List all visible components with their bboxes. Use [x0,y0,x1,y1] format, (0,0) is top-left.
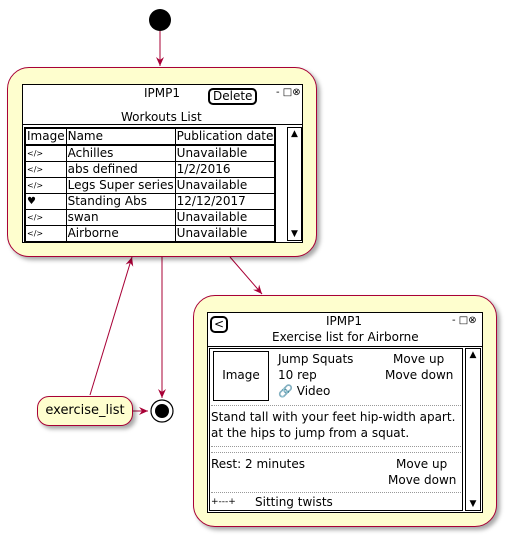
move-down-button[interactable]: Move down [385,368,454,382]
workout-name: Achilles [65,145,176,162]
workouts-scrollbar[interactable]: ▲ ▼ [287,127,302,241]
scroll-up-arrow-icon[interactable]: ▲ [291,129,298,139]
next-exercise-marker: +---+ [211,497,236,507]
scroll-up-arrow-icon[interactable]: ▲ [469,350,477,360]
column-header: Image [25,128,67,146]
workout-name: abs defined [65,161,176,178]
code-icon: </> [25,177,67,194]
workout-name: swan [65,209,176,226]
exercise-list-panel: Image Jump Squats 10 rep 🔗 Video Move up… [209,348,463,511]
publication-date: Unavailable [174,225,276,242]
workouts-table: Image Name Publication date </> Achilles… [24,127,277,243]
code-icon: </> [25,209,67,226]
exercise-reps: 10 rep [278,368,317,382]
title-separator [208,346,482,347]
exercise-image-placeholder: Image [213,351,269,401]
window-controls[interactable]: - □⊗ [452,315,477,326]
separator [211,446,461,447]
scroll-down-arrow-icon[interactable]: ▼ [469,499,477,509]
separator [211,492,461,493]
code-icon: </> [25,161,67,178]
publication-date: 1/2/2016 [174,161,276,178]
exercise-list-state: exercise_list [37,396,133,426]
move-up-button[interactable]: Move up [393,352,445,366]
workout-name: Standing Abs [65,193,176,210]
window-title: IPMP1 [144,86,180,100]
publication-date: Unavailable [174,177,276,194]
edge-workouts-to-exercise [229,256,263,295]
table-row[interactable]: ♥ Standing Abs 12/12/2017 [25,193,276,210]
column-header: Publication date [174,128,276,146]
next-exercise-name[interactable]: Sitting twists [255,495,333,509]
scroll-down-arrow-icon[interactable]: ▼ [291,229,298,239]
final-node-core [155,404,169,418]
delete-button[interactable]: Delete [208,88,258,105]
publication-date: Unavailable [174,145,276,162]
window-subtitle: Exercise list for Airborne [272,330,419,344]
table-row[interactable]: </> Airborne Unavailable [25,225,276,242]
exercise-scrollbar[interactable]: ▲ ▼ [465,348,481,511]
workout-name: Airborne [65,225,176,242]
video-link[interactable]: 🔗 Video [278,384,331,398]
heart-icon: ♥ [25,193,67,210]
exercise-description: Stand tall with your feet hip-width apar… [211,410,456,424]
code-icon: </> [27,229,44,238]
workout-name: Legs Super series [65,177,176,194]
initial-node [149,9,171,31]
rest-move-up-button[interactable]: Move up [396,457,448,471]
table-row[interactable]: </> Achilles Unavailable [25,145,276,162]
publication-date: 12/12/2017 [174,193,276,210]
code-icon: </> [25,145,67,162]
exercise-window: < IPMP1 - □⊗ Exercise list for Airborne … [207,312,483,513]
title-separator [23,124,302,125]
publication-date: Unavailable [174,209,276,226]
edge-note-to-workouts [89,256,134,396]
rest-duration: Rest: 2 minutes [211,457,306,471]
back-button[interactable]: < [210,316,229,333]
window-controls[interactable]: - □⊗ [276,87,301,98]
separator [211,405,461,406]
exercise-description: at the hips to jump from a squat. [211,426,410,440]
exercise-name: Jump Squats [278,352,354,366]
table-row[interactable]: </> Legs Super series Unavailable [25,177,276,194]
column-header: Name [65,128,176,146]
separator [211,452,461,453]
window-title: IPMP1 [326,314,362,328]
window-subtitle: Workouts List [121,110,202,124]
workouts-window: IPMP1 Delete - □⊗ Workouts List Image Na… [22,84,303,243]
table-row[interactable]: </> abs defined 1/2/2016 [25,161,276,178]
rest-move-down-button[interactable]: Move down [388,473,457,487]
table-row[interactable]: </> swan Unavailable [25,209,276,226]
